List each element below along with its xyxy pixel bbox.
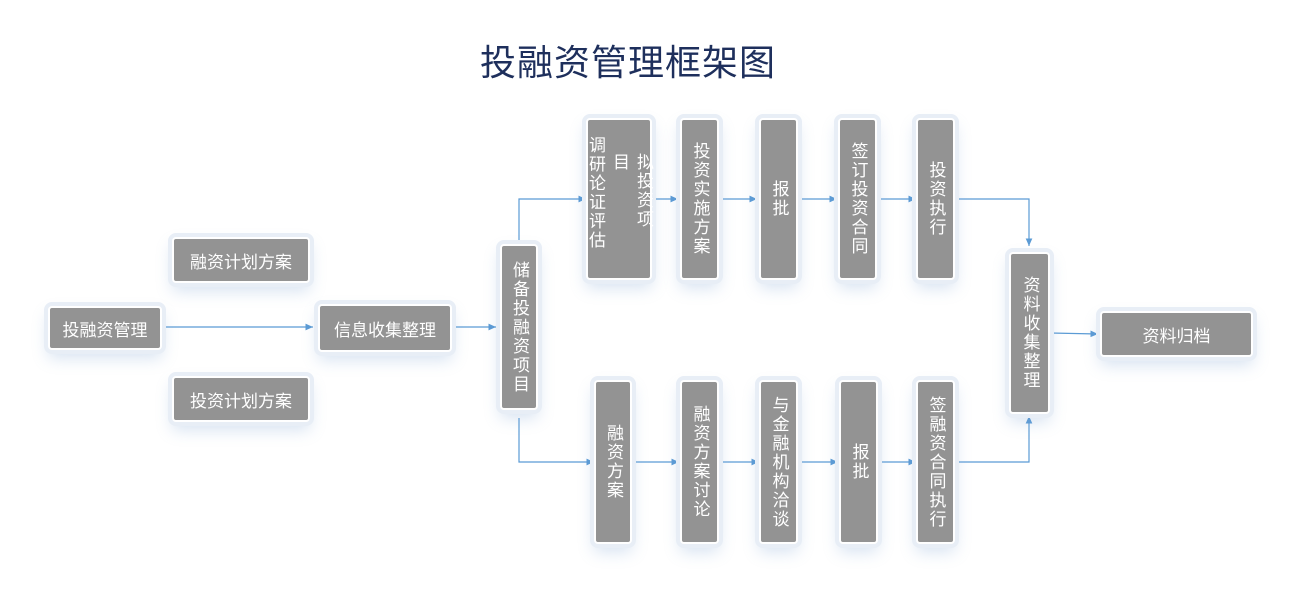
node-archive: 资料归档 — [1100, 311, 1253, 357]
node-label-research: 调研论证评估 — [585, 136, 605, 250]
node-financing-plan: 融资计划方案 — [172, 237, 310, 283]
node-label: 签融资合同执行 — [925, 395, 946, 529]
node-info-collection: 信息收集整理 — [318, 304, 452, 352]
node-label: 投融资管理 — [62, 320, 148, 341]
node-label: 资料归档 — [1142, 326, 1211, 347]
edge-execution-to-collection — [955, 198, 1033, 246]
node-investment-execution: 投资执行 — [916, 118, 955, 280]
node-label: 投资执行 — [925, 161, 946, 237]
node-material-collection: 资料收集整理 — [1009, 252, 1050, 414]
node-sign-financing-contract-execution: 签融资合同执行 — [916, 380, 955, 544]
node-label: 报批 — [848, 443, 869, 481]
node-root: 投融资管理 — [48, 306, 162, 350]
node-label: 信息收集整理 — [334, 320, 436, 341]
diagram-title: 投融资管理框架图 — [479, 43, 776, 84]
node-label-proposed: 拟投资项目 — [609, 153, 653, 229]
node-label: 与金融机构洽谈 — [768, 395, 789, 529]
node-label: 融资方案讨论 — [689, 405, 710, 519]
node-proposed-research: 调研论证评估 拟投资项目 — [585, 118, 653, 280]
node-approval-bottom: 报批 — [839, 380, 878, 544]
node-label: 融资方案 — [603, 424, 623, 500]
edge-reserve-to-financing — [518, 418, 594, 466]
node-label: 资料收集整理 — [1019, 276, 1040, 390]
node-sign-investment-contract: 签订投资合同 — [838, 118, 877, 280]
edge-sign-finance-to-collection — [955, 416, 1033, 463]
node-financing-scheme-discussion: 融资方案讨论 — [680, 380, 719, 544]
node-label: 报批 — [768, 180, 789, 218]
node-investment-plan: 投资计划方案 — [172, 376, 310, 422]
node-approval-top: 报批 — [759, 118, 798, 280]
edge-collection-to-archive — [1049, 330, 1099, 338]
node-financial-institution-negotiation: 与金融机构洽谈 — [759, 380, 798, 544]
node-label: 储备投融资项目 — [509, 260, 529, 394]
edge-reserve-to-proposed — [518, 195, 586, 244]
node-label: 融资计划方案 — [190, 252, 292, 273]
node-label: 签订投资合同 — [847, 142, 868, 256]
node-financing-scheme: 融资方案 — [594, 380, 632, 544]
node-label: 投资计划方案 — [190, 391, 292, 412]
node-reserve-projects: 储备投融资项目 — [500, 244, 538, 410]
node-label: 投资实施方案 — [689, 142, 710, 256]
node-investment-implementation-plan: 投资实施方案 — [680, 118, 719, 280]
